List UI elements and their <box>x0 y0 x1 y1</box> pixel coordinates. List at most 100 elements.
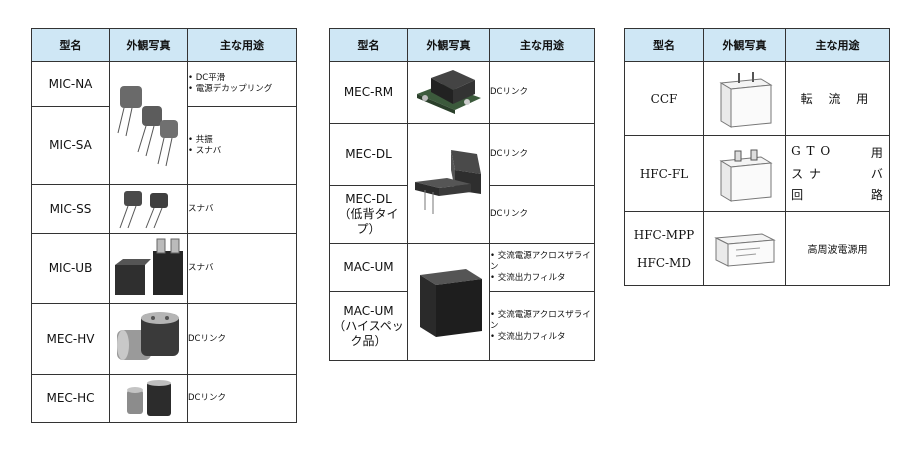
usage-cell: スナバ <box>187 233 297 304</box>
usage-line: スナバ <box>188 203 214 214</box>
model-name: HFC-FL <box>624 135 704 212</box>
model-name: HFC-MPP HFC-MD <box>624 211 704 286</box>
usage-cell: DCリンク <box>489 185 595 244</box>
model-name-main: MAC-UM <box>343 303 394 318</box>
model-name-sub: （低背タイプ） <box>338 207 399 236</box>
commutation-capacitor-drawing <box>718 71 773 128</box>
model-name-line: HFC-MPP <box>633 227 695 242</box>
table-row: MAC-UM （ハイスペック品） • 交流電源アクロスザライン • 交流出力フィ… <box>329 291 595 361</box>
model-name-main: MEC-DL <box>345 192 392 206</box>
table-row: MEC-DL （低背タイプ） DCリンク <box>329 185 595 244</box>
dc-link-capacitor-photo <box>414 149 481 214</box>
model-name: MIC-UB <box>31 233 110 304</box>
product-table-3: 型名 外観写真 主な用途 CCF 転 流 用 HFC-FL <box>624 28 890 286</box>
product-photo <box>109 184 188 234</box>
header-model: 型名 <box>624 28 704 62</box>
header-photo: 外観写真 <box>109 28 188 62</box>
usage-cell: 高周波電源用 <box>785 211 890 286</box>
usage-line: DCリンク <box>188 393 226 403</box>
product-photo <box>109 233 188 304</box>
product-table-1: 型名 外観写真 主な用途 MIC-NA • DC平滑 • 電源デカップリング M… <box>31 28 297 423</box>
usage-cell: 転 流 用 <box>785 61 890 136</box>
usage-line: DCリンク <box>188 333 226 344</box>
header-model: 型名 <box>31 28 110 62</box>
usage-text: 回 <box>791 188 805 202</box>
table-row: HFC-MPP HFC-MD 高周波電源用 <box>624 211 890 286</box>
gto-snubber-capacitor-drawing <box>718 149 773 202</box>
usage-line: • 交流電源アクロスザライン <box>490 309 591 331</box>
model-name: MEC-HV <box>31 303 110 375</box>
board-capacitor-photo <box>416 69 481 114</box>
film-capacitor-photo <box>117 86 178 167</box>
header-row: 型名 外観写真 主な用途 <box>329 28 595 62</box>
product-photo <box>703 135 786 212</box>
usage-cell: DCリンク <box>187 374 297 423</box>
model-name: MEC-RM <box>329 61 408 124</box>
product-photo <box>703 211 786 286</box>
usage-line: • 電源デカップリング <box>188 84 273 94</box>
product-photo <box>109 374 188 423</box>
model-name: MEC-DL <box>329 123 408 186</box>
usage-line: • 交流電源アクロスザライン <box>490 251 591 272</box>
usage-line: DCリンク <box>490 87 528 97</box>
model-name: MEC-HC <box>31 374 110 423</box>
usage-line: DCリンク <box>490 149 528 159</box>
usage-cell: • DC平滑 • 電源デカップリング <box>187 61 297 107</box>
header-usage: 主な用途 <box>785 28 890 62</box>
high-frequency-capacitor-drawing <box>713 232 776 267</box>
table-row: MEC-HC DCリンク <box>31 374 297 423</box>
usage-cell: DCリンク <box>187 303 297 375</box>
table-row: MAC-UM • 交流電源アクロスザライン • 交流出力フィルタ <box>329 243 595 361</box>
table-row: CCF 転 流 用 <box>624 61 890 136</box>
table-row: MIC-NA • DC平滑 • 電源デカップリング <box>31 61 297 185</box>
usage-line: スナバ <box>188 263 214 273</box>
snubber-capacitor-photo <box>119 191 168 229</box>
header-photo: 外観写真 <box>407 28 490 62</box>
usage-text: バ <box>870 167 884 181</box>
model-name: MIC-SA <box>31 106 110 185</box>
table-row: MEC-RM DCリンク <box>329 61 595 124</box>
usage-line: • スナバ <box>188 145 222 156</box>
model-name-sub: （ハイスペック品） <box>333 318 404 348</box>
usage-text: ス ナ <box>791 167 822 181</box>
product-photo <box>109 61 188 185</box>
ac-filter-capacitor-photo <box>419 269 482 337</box>
model-name: MEC-DL （低背タイプ） <box>329 185 408 244</box>
usage-line: • 交流出力フィルタ <box>490 273 566 283</box>
usage-cell: スナバ <box>187 184 297 234</box>
usage-cell: G T O 用 ス ナ バ 回 路 <box>785 135 890 212</box>
product-photo <box>109 303 188 375</box>
model-name-line: HFC-MD <box>637 255 691 270</box>
table-row: MIC-SS スナバ <box>31 184 297 234</box>
header-usage: 主な用途 <box>187 28 297 62</box>
usage-line: • 交流出力フィルタ <box>490 331 566 342</box>
header-photo: 外観写真 <box>703 28 786 62</box>
model-name: MIC-NA <box>31 61 110 107</box>
model-name-main: MEC-RM <box>343 85 394 99</box>
model-name-main: MEC-DL <box>345 147 392 161</box>
table-row: MEC-HV DCリンク <box>31 303 297 375</box>
usage-cell: DCリンク <box>489 123 595 186</box>
block-capacitor-photo <box>114 238 183 295</box>
model-name: CCF <box>624 61 704 136</box>
usage-line: • DC平滑 <box>188 73 226 83</box>
model-name-main: MAC-UM <box>343 260 394 274</box>
usage-line: • 共振 <box>188 134 213 145</box>
usage-cell: DCリンク <box>489 61 595 124</box>
header-row: 型名 外観写真 主な用途 <box>624 28 890 62</box>
usage-grid: G T O 用 ス ナ バ 回 路 <box>791 144 884 203</box>
product-photo <box>407 61 490 124</box>
table-row: MEC-DL DCリンク <box>329 123 595 244</box>
product-photo <box>407 243 490 361</box>
product-photo <box>407 123 490 244</box>
model-name: MAC-UM （ハイスペック品） <box>329 291 408 361</box>
header-usage: 主な用途 <box>489 28 595 62</box>
header-row: 型名 外観写真 主な用途 <box>31 28 297 62</box>
table-row: MIC-UB スナバ <box>31 233 297 304</box>
product-table-2: 型名 外観写真 主な用途 MEC-RM DCリンク MEC-DL <box>329 28 595 361</box>
product-photo <box>703 61 786 136</box>
usage-text: 路 <box>870 188 884 202</box>
usage-cell: • 交流電源アクロスザライン • 交流出力フィルタ <box>489 243 595 292</box>
model-name: MIC-SS <box>31 184 110 234</box>
table-row: MIC-SA • 共振 • スナバ <box>31 106 297 185</box>
